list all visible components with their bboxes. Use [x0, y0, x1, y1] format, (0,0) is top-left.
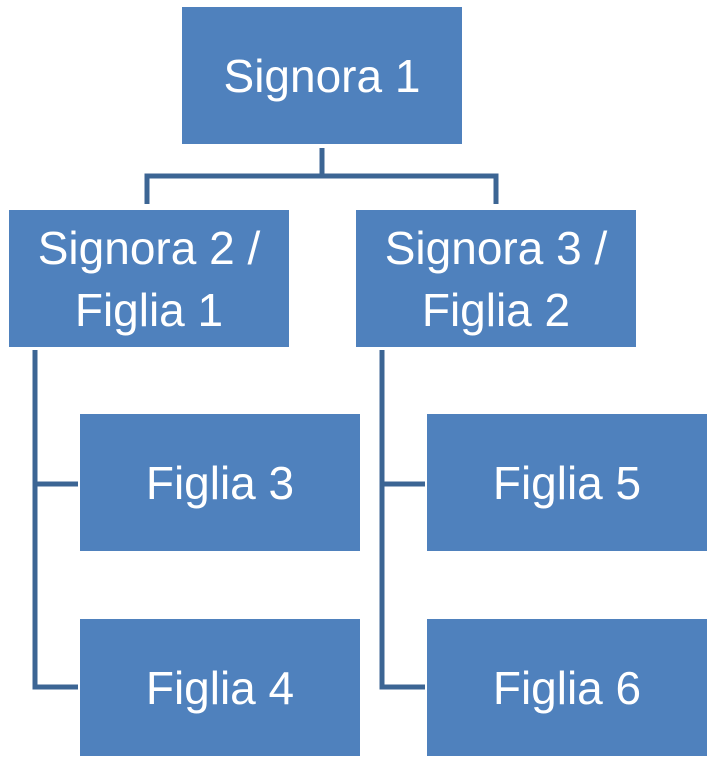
root-node-label: Signora 1: [223, 49, 421, 102]
child-node-figlia-3-label: Figlia 3: [145, 456, 295, 509]
branch-node-2-label: Signora 3 / Figlia 2: [384, 221, 608, 336]
child-node-figlia-6: Figlia 6: [425, 617, 709, 758]
branch-node-1-label: Signora 2 / Figlia 1: [37, 221, 261, 336]
child-node-figlia-4-label: Figlia 4: [145, 661, 295, 714]
branch-node-2: Signora 3 / Figlia 2: [354, 208, 638, 349]
child-node-figlia-5: Figlia 5: [425, 412, 709, 553]
child-node-figlia-3: Figlia 3: [78, 412, 362, 553]
child-node-figlia-5-label: Figlia 5: [492, 456, 642, 509]
root-to-branches-connector: [144, 148, 499, 204]
branch-1-children-connector: [32, 350, 78, 690]
branch-2-children-connector: [379, 350, 427, 690]
child-node-figlia-4: Figlia 4: [78, 617, 362, 758]
branch-node-1: Signora 2 / Figlia 1: [7, 208, 291, 349]
root-node: Signora 1: [180, 5, 464, 146]
child-node-figlia-6-label: Figlia 6: [492, 661, 642, 714]
